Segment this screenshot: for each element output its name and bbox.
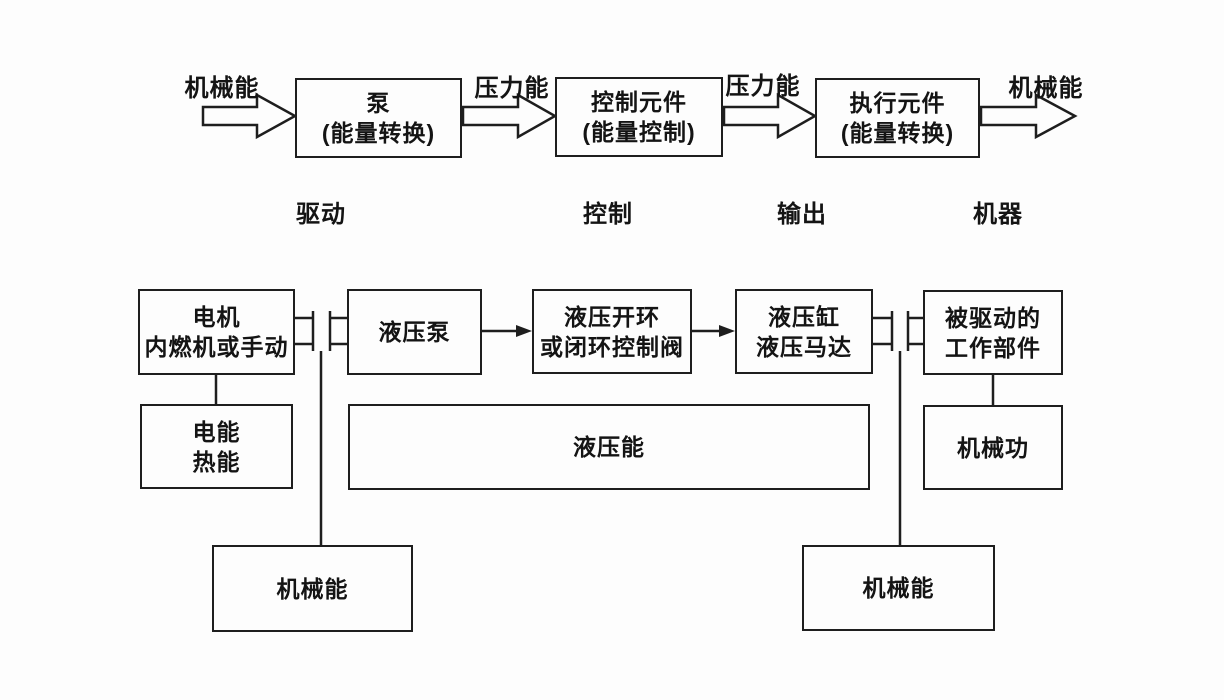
actuator-element-box: 执行元件 (能量转换): [815, 78, 980, 158]
mechanical-energy-left-line1: 机械能: [276, 575, 349, 602]
thin-arrow-pump-to-valve: [482, 325, 532, 337]
hydraulic-actuator-line2: 液压马达: [756, 333, 852, 360]
actuator-element-line1: 执行元件: [849, 90, 946, 116]
stage-label-drive: 驱动: [296, 201, 346, 228]
electric-heat-line2: 热能: [192, 448, 241, 475]
mechanical-work-line1: 机械功: [957, 434, 1029, 461]
prime-mover-box: 电机 内燃机或手动: [138, 289, 295, 375]
stage-label-machine: 机器: [973, 201, 1023, 228]
block-arrow-pump-to-control: [461, 92, 558, 140]
hydraulic-pump-box: 液压泵: [347, 289, 482, 375]
electric-heat-line1: 电能: [192, 418, 241, 445]
mechanical-energy-input-label: 机械能: [184, 75, 260, 102]
hydraulic-energy-box: 液压能: [348, 404, 870, 490]
control-valve-line1: 液压开环: [564, 303, 660, 330]
prime-mover-line1: 电机: [192, 304, 241, 330]
prime-mover-line2: 内燃机或手动: [144, 334, 289, 360]
hydraulic-actuator-line1: 液压缸: [768, 303, 840, 330]
mechanical-energy-right-line1: 机械能: [862, 575, 935, 601]
control-valve-line2: 或闭环控制阀: [540, 333, 684, 360]
pressure-energy-label-2: 压力能: [725, 73, 801, 100]
hydraulic-actuator-box: 液压缸 液压马达: [735, 289, 873, 374]
actuator-element-line2: (能量转换): [840, 120, 955, 146]
hydraulic-energy-line1: 液压能: [573, 434, 645, 460]
control-valve-box: 液压开环 或闭环控制阀: [532, 289, 692, 374]
control-element-line2: (能量控制): [582, 119, 696, 145]
control-element-box: 控制元件 (能量控制): [555, 77, 723, 157]
pressure-energy-label-1: 压力能: [474, 75, 550, 102]
pump-box-line2: (能量转换): [321, 120, 436, 146]
block-arrow-control-to-actuator: [722, 92, 818, 140]
pump-box: 泵 (能量转换): [295, 78, 462, 158]
mechanical-energy-left-box: 机械能: [212, 545, 413, 632]
driven-parts-box: 被驱动的 工作部件: [923, 290, 1063, 375]
block-arrow-input: [201, 92, 298, 140]
driven-parts-line2: 工作部件: [945, 334, 1041, 361]
hydraulic-pump-line1: 液压泵: [378, 319, 451, 345]
block-arrow-output: [979, 92, 1078, 140]
pump-box-line1: 泵: [366, 90, 391, 116]
electric-heat-energy-box: 电能 热能: [140, 404, 293, 489]
mechanical-energy-right-box: 机械能: [802, 545, 995, 631]
stage-label-output: 输出: [777, 201, 827, 228]
stage-label-control: 控制: [583, 201, 633, 228]
mechanical-work-box: 机械功: [923, 405, 1063, 490]
control-element-line1: 控制元件: [591, 89, 687, 115]
coupling-right-icon: [873, 311, 923, 351]
coupling-left-icon: [295, 311, 347, 351]
thin-arrow-valve-to-actuator: [692, 325, 735, 337]
driven-parts-line1: 被驱动的: [945, 304, 1041, 331]
mechanical-energy-output-label: 机械能: [1008, 75, 1084, 102]
